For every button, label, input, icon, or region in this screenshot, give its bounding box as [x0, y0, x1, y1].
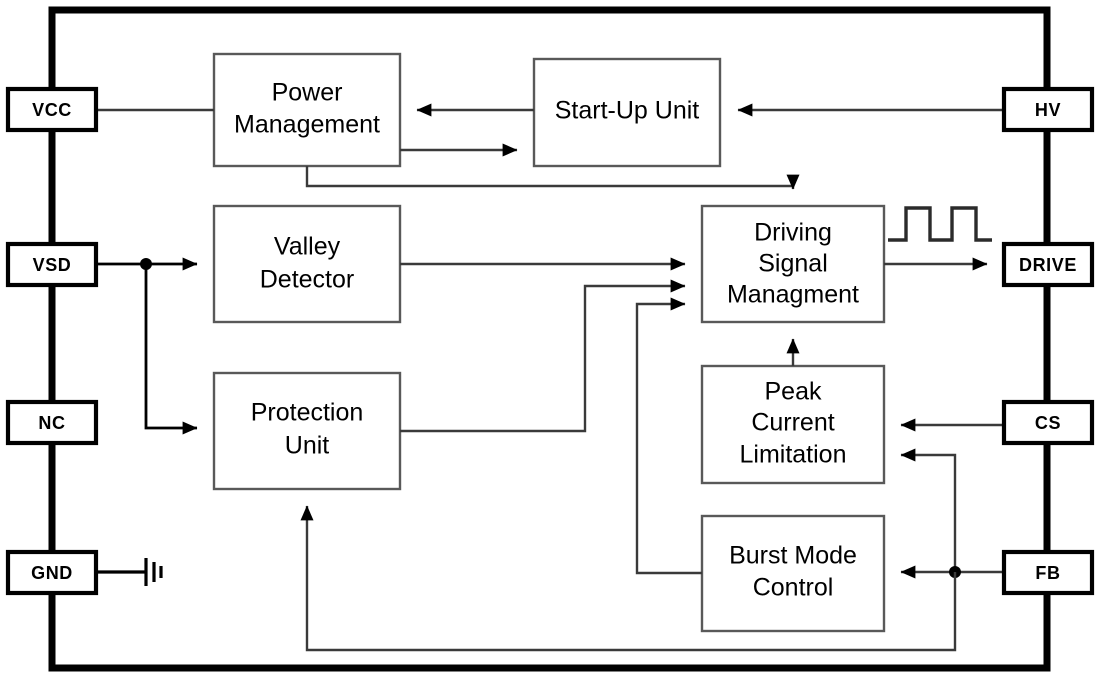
pin-drive[interactable]: DRIVE — [1001, 241, 1095, 288]
block-protection-unit[interactable]: Protection Unit — [212, 371, 402, 491]
block-label: Peak — [765, 378, 822, 406]
block-label: Protection — [251, 399, 364, 427]
pin-gnd[interactable]: GND — [5, 549, 99, 596]
drive-waveform-icon — [888, 206, 992, 242]
pin-vcc[interactable]: VCC — [5, 86, 99, 133]
block-valley-detector[interactable]: Valley Detector — [212, 204, 402, 324]
pin-label: CS — [1035, 413, 1061, 433]
block-peak-current-limitation[interactable]: Peak Current Limitation — [700, 364, 886, 485]
pin-label: FB — [1035, 563, 1060, 583]
wire-burst-mode-to-driving-signal — [635, 297, 702, 575]
block-start-up-unit[interactable]: Start-Up Unit — [532, 57, 722, 168]
pin-vsd[interactable]: VSD — [5, 241, 99, 288]
block-label: Management — [234, 111, 380, 139]
wire-fb-to-peak-current — [900, 448, 957, 572]
wire-protection-unit-to-driving-signal — [400, 279, 686, 433]
block-label: Control — [753, 574, 834, 602]
block-label: Signal — [758, 250, 828, 278]
pin-label: DRIVE — [1019, 255, 1077, 275]
pin-label: HV — [1035, 100, 1061, 120]
block-burst-mode-control[interactable]: Burst Mode Control — [700, 514, 886, 633]
pin-label: NC — [38, 413, 65, 433]
pin-label: VSD — [33, 255, 72, 275]
block-label: Detector — [260, 266, 354, 294]
block-label: Burst Mode — [729, 542, 857, 570]
block-power-management[interactable]: Power Management — [212, 52, 402, 168]
ground-icon — [144, 558, 163, 586]
junction-dot-vsd — [140, 258, 152, 270]
block-driving-signal-management[interactable]: Driving Signal Managment — [700, 204, 886, 324]
wire-fb-to-protection-unit — [300, 505, 957, 652]
pin-cs[interactable]: CS — [1001, 399, 1095, 446]
block-label: Managment — [727, 281, 859, 309]
block-label: Start-Up Unit — [555, 97, 700, 125]
pin-label: GND — [31, 563, 73, 583]
wire-vsd-to-protection-unit — [144, 264, 198, 435]
pin-fb[interactable]: FB — [1001, 549, 1095, 596]
wire-power-management-to-driving-signal — [305, 166, 800, 190]
block-label: Power — [272, 79, 343, 107]
pin-hv[interactable]: HV — [1001, 86, 1095, 133]
block-label: Limitation — [740, 441, 847, 469]
block-label: Unit — [285, 432, 330, 460]
block-label: Driving — [754, 219, 832, 247]
pin-nc[interactable]: NC — [5, 399, 99, 446]
pin-label: VCC — [32, 100, 72, 120]
block-label: Valley — [274, 233, 341, 261]
block-label: Current — [751, 409, 834, 437]
